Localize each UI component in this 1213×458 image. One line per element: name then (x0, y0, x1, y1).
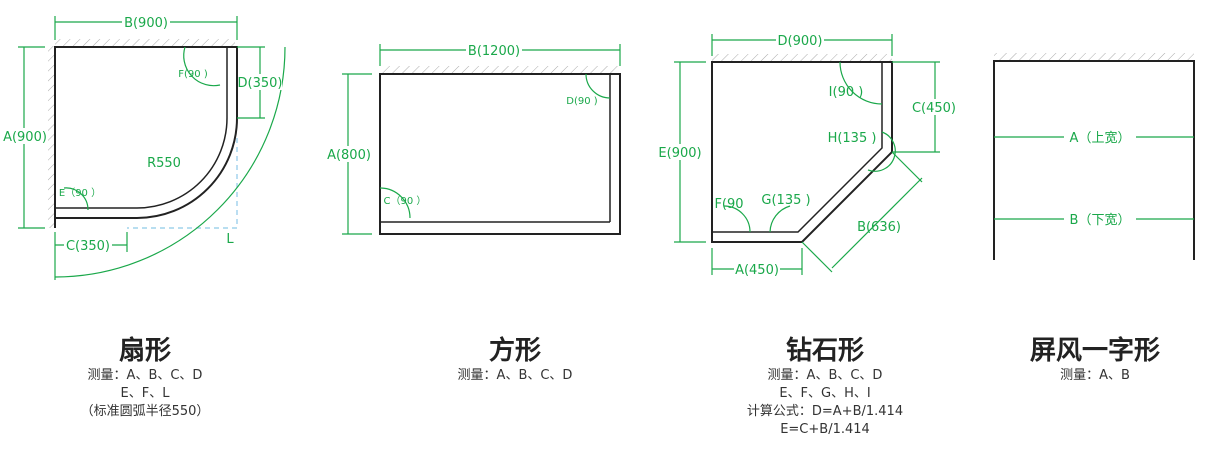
square-outline (379, 73, 621, 235)
fan-shape-diagram: B(900) A(900) D(350) F(90 ) R550 E（90 ） … (2, 14, 286, 280)
square-title: 方形 (488, 336, 541, 366)
square-label-D: D(90 ) (566, 96, 598, 107)
diamond-label-H: H(135 ) (828, 131, 877, 146)
diamond-measure-line-3: 计算公式：D=A+B/1.414 (746, 404, 904, 419)
fan-arc-outer (55, 117, 238, 219)
fan-dimension-labels: B(900) A(900) D(350) F(90 ) R550 E（90 ） … (2, 14, 282, 254)
diamond-label-B: B(636) (857, 220, 901, 235)
diamond-label-E: E(900) (658, 146, 701, 161)
wall-hatch-top (380, 66, 620, 73)
diamond-label-I: I(90 ) (829, 85, 864, 100)
fan-title: 扇形 (118, 336, 171, 366)
square-shape-diagram: B(1200) A(800) C（90 ） D(90 ) (326, 42, 621, 235)
diamond-label-A: A(450) (735, 263, 779, 278)
fan-measure-line-1: 测量：A、B、C、D (87, 368, 203, 383)
square-caption: 方形 测量：A、B、C、D (410, 335, 620, 385)
diamond-label-G: G(135 ) (761, 193, 810, 208)
wall-hatch-top (55, 39, 235, 46)
diamond-title: 钻石形 (785, 336, 864, 366)
fan-label-C: C(350) (66, 239, 110, 254)
fan-label-F: F(90 ) (178, 69, 208, 80)
diamond-dimension-labels: D(900) E(900) C(450) I(90 ) H(135 ) F(90… (657, 32, 957, 278)
square-label-A: A(800) (327, 148, 371, 163)
square-label-B: B(1200) (468, 44, 520, 59)
diamond-measure-line-1: 测量：A、B、C、D (767, 368, 883, 383)
square-label-C: C（90 ） (384, 195, 427, 207)
fan-label-E: E（90 ） (59, 187, 101, 199)
diamond-caption: 钻石形 测量：A、B、C、D E、F、G、H、I 计算公式：D=A+B/1.41… (705, 335, 945, 439)
screen-dimension-labels: A（上宽） B（下宽） (1064, 129, 1136, 228)
diamond-label-C: C(450) (912, 101, 956, 116)
diamond-measure-line-4: E=C+B/1.414 (780, 422, 870, 437)
wall-hatch-top (994, 53, 1194, 60)
diamond-shape-diagram: D(900) E(900) C(450) I(90 ) H(135 ) F(90… (657, 32, 957, 278)
screen-caption: 屏风一字形 测量：A、B (990, 335, 1200, 385)
diamond-inner (712, 62, 883, 233)
fan-label-B: B(900) (124, 16, 168, 31)
diamond-outline (711, 61, 893, 243)
fan-dimensions (18, 16, 286, 280)
fan-dashed-guide (127, 138, 238, 229)
fan-measure-line-2: E、F、L (120, 386, 170, 401)
fan-label-R: R550 (147, 156, 181, 171)
screen-label-A: A（上宽） (1070, 130, 1131, 146)
screen-dimensions (994, 136, 1194, 220)
fan-measure-line-3: （标准圆弧半径550） (80, 404, 210, 419)
diamond-label-F: F(90 (714, 197, 743, 212)
diamond-dimensions (674, 34, 940, 275)
wall-hatch-top (712, 54, 892, 61)
screen-label-B: B（下宽） (1070, 212, 1131, 228)
fan-label-A: A(900) (3, 130, 47, 145)
screen-outline (993, 60, 1195, 260)
screen-measure-line-1: 测量：A、B (1060, 368, 1130, 383)
fan-label-D: D(350) (238, 76, 283, 91)
screen-title: 屏风一字形 (1029, 336, 1160, 366)
fan-label-L: L (226, 232, 234, 247)
fan-caption: 扇形 测量：A、B、C、D E、F、L （标准圆弧半径550） (40, 335, 250, 421)
wall-hatch-left (48, 46, 55, 228)
diamond-label-D: D(900) (778, 34, 823, 49)
square-dimension-labels: B(1200) A(800) C（90 ） D(90 ) (326, 42, 598, 207)
screen-shape-diagram: A（上宽） B（下宽） (993, 53, 1195, 260)
diamond-measure-line-2: E、F、G、H、I (779, 386, 871, 401)
square-measure-line-1: 测量：A、B、C、D (457, 368, 573, 383)
fan-arc-inner (55, 117, 228, 209)
fan-outline (54, 46, 238, 228)
